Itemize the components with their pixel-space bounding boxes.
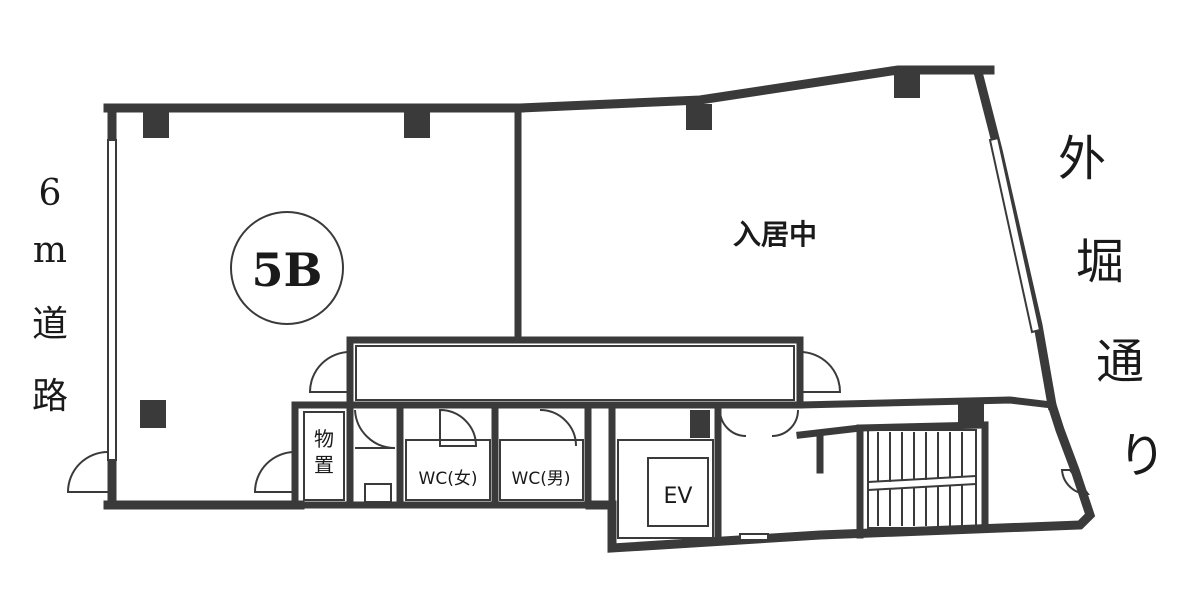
unit-5b-label: 5B: [252, 243, 323, 297]
door-lobby-left: [719, 409, 747, 437]
bottom-vent: [739, 533, 769, 541]
corridor-band: [355, 345, 795, 401]
storage-inner: [303, 411, 345, 501]
top-wall-right: [515, 65, 995, 113]
storage-label-1: 物: [314, 427, 334, 451]
door-sink: [354, 409, 396, 450]
elevator-label: EV: [664, 484, 693, 509]
right-window: [988, 136, 1042, 334]
left-road-char: 道: [32, 304, 68, 345]
column: [894, 72, 920, 98]
windows: [107, 136, 1042, 541]
door-left-exit: [66, 451, 109, 493]
wc-female-inner: [405, 439, 491, 501]
corridor-top: [346, 336, 804, 509]
column: [690, 410, 710, 438]
stair-outline: [867, 429, 977, 529]
doors: [66, 351, 1090, 496]
door-wc-female: [439, 408, 478, 447]
column: [958, 400, 984, 424]
wc-female-label: WC(女): [419, 469, 478, 489]
left-road-char: 6: [39, 173, 62, 214]
staircase: [867, 429, 977, 529]
occupied-label: 入居中: [733, 218, 817, 251]
stair-landing: [867, 483, 977, 491]
door-stair-exit: [1060, 469, 1090, 496]
stair-landing: [867, 475, 977, 483]
interior-walls: [291, 108, 1056, 552]
door-lobby-right: [771, 409, 799, 437]
door-corridor-right: [799, 351, 842, 393]
right-road-char: 通: [1096, 334, 1144, 390]
unit-5b-circle: [230, 211, 344, 325]
door-corridor-left: [308, 351, 351, 393]
elevator-car: [647, 457, 709, 527]
elevator-shaft: [617, 439, 714, 539]
column: [686, 104, 712, 130]
wc-male-inner: [499, 439, 584, 501]
column: [404, 112, 430, 138]
exterior-walls: [103, 65, 1096, 553]
right-road-char: 外: [1058, 131, 1106, 187]
right-road-char: り: [1118, 428, 1166, 484]
column: [140, 400, 166, 428]
thin-partitions: [303, 345, 795, 539]
right-road-char: 堀: [1076, 234, 1124, 290]
sink-box: [364, 483, 392, 503]
door-wc-male: [539, 409, 577, 447]
corridor-bottom: [291, 396, 1056, 409]
left-road-char: m: [33, 230, 67, 271]
columns: [140, 72, 984, 438]
door-5b-lobby: [253, 451, 296, 493]
storage-label-2: 置: [314, 453, 334, 477]
wc-male-label: WC(男): [512, 469, 571, 489]
left-window: [107, 139, 117, 461]
left-road-char: 路: [32, 376, 68, 417]
column: [143, 112, 169, 138]
